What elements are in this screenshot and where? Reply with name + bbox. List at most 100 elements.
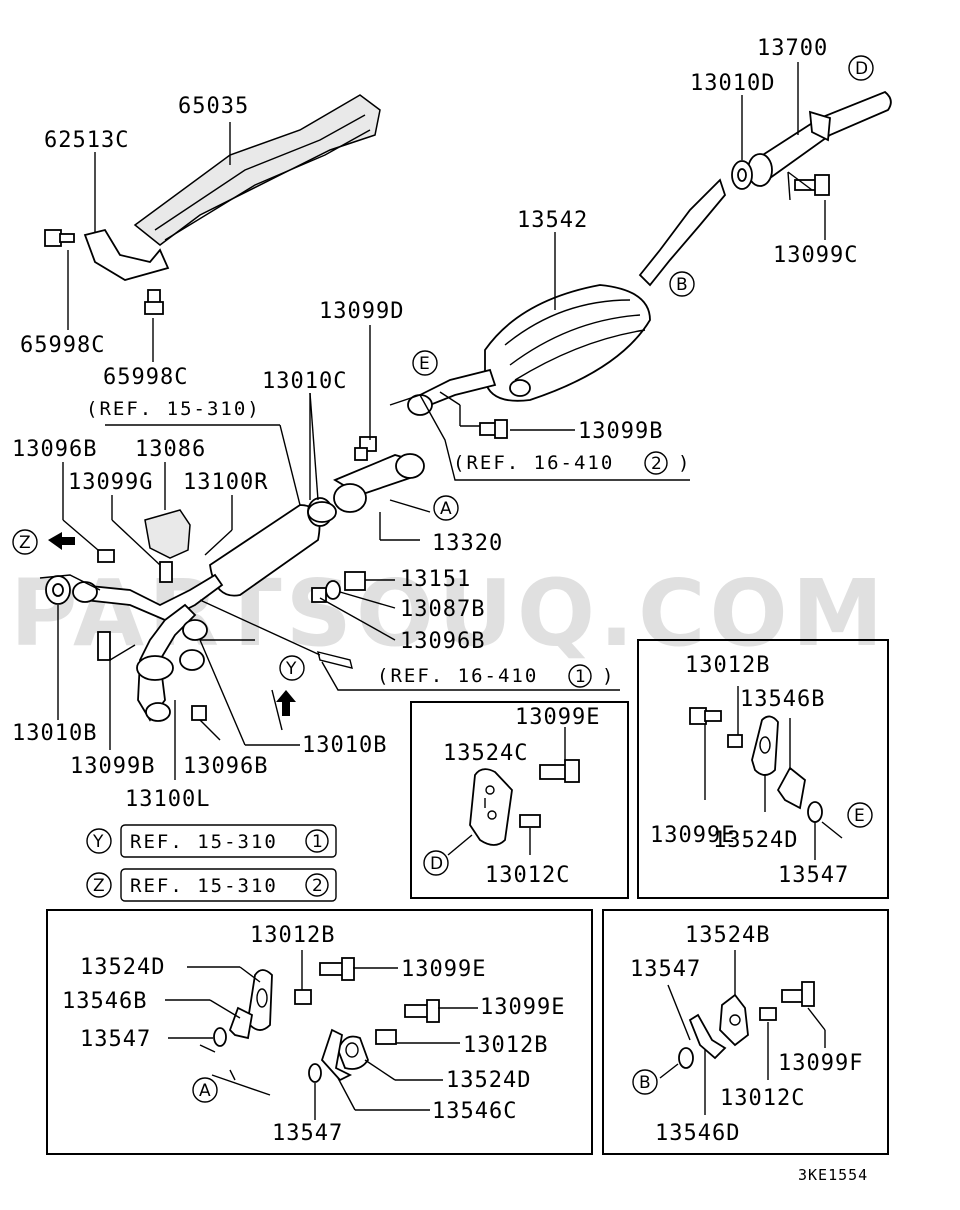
circle-E-top-text: E [419, 354, 430, 374]
hanger-13524B-b4[interactable] [719, 993, 749, 1047]
label-13096B-top: 13096B [12, 437, 97, 462]
washer-13547-b3a[interactable] [213, 1027, 227, 1047]
label-b4-13547: 13547 [630, 957, 701, 982]
circle-Z-left [12, 529, 38, 555]
label-13542: 13542 [517, 208, 588, 233]
hanger-13524C[interactable] [469, 768, 513, 846]
nut-13096B-low[interactable] [191, 705, 207, 721]
nut-13096B-top[interactable] [97, 549, 115, 563]
gasket-13010B-right[interactable] [179, 619, 208, 671]
label-b3-13099E-b: 13099E [480, 995, 565, 1020]
bolt-13099E-b3b[interactable] [404, 999, 440, 1023]
hanger-13524D-b3b[interactable] [337, 1035, 370, 1070]
tail-pipe-13700[interactable] [747, 90, 892, 187]
legend-box-Z [120, 868, 337, 902]
label-b4-13099F: 13099F [778, 1051, 863, 1076]
label-65998C-b: 65998C [103, 365, 188, 390]
bolt-13099E-b1[interactable] [539, 759, 580, 783]
label-b3-13524D-b: 13524D [446, 1068, 531, 1093]
label-13099G: 13099G [68, 470, 153, 495]
bracket-13546B-b3[interactable] [228, 1006, 254, 1040]
legend-circle-Z-text: Z [93, 876, 105, 896]
label-13087B: 13087B [400, 597, 485, 622]
label-13010B-right: 13010B [302, 733, 387, 758]
bolt-13099G[interactable] [159, 561, 173, 583]
circle-D-top-text: D [855, 59, 868, 79]
washer-13547-b3b[interactable] [308, 1063, 322, 1083]
label-13010C: 13010C [262, 369, 347, 394]
washer-13087B[interactable] [325, 580, 341, 600]
bolt-13099B-top[interactable] [479, 419, 508, 439]
hanger-13524D-b2[interactable] [751, 715, 779, 776]
circle-E-b2 [847, 802, 873, 828]
circle-E-top [412, 350, 438, 376]
circle-B-b4-text: B [639, 1073, 651, 1093]
label-b2-13012B: 13012B [685, 653, 770, 678]
label-13151: 13151 [400, 567, 471, 592]
washer-13547-b4[interactable] [678, 1047, 694, 1069]
heat-shield-65035[interactable] [133, 94, 381, 246]
label-b3-13012B-a: 13012B [250, 923, 335, 948]
label-13096B-low: 13096B [183, 754, 268, 779]
detail-box-2 [637, 639, 889, 899]
bolt-13099B-low[interactable] [97, 631, 111, 661]
bracket-13546D-b4[interactable] [688, 1013, 727, 1060]
bushing-13012C-b1[interactable] [519, 814, 541, 828]
bolt-13099D[interactable] [354, 436, 377, 461]
heat-cover-13086[interactable] [144, 509, 191, 559]
label-b4-13546D: 13546D [655, 1121, 740, 1146]
nut-13096B-mid[interactable] [311, 587, 327, 603]
bolt-13099C[interactable] [794, 174, 830, 196]
diagram-code: 3KE1554 [798, 1166, 868, 1184]
front-pipe-13100L[interactable] [136, 603, 197, 722]
bolt-13099F-b4[interactable] [781, 981, 815, 1007]
circle-D-b1-text: D [430, 854, 443, 874]
label-b3-13546C: 13546C [432, 1099, 517, 1124]
circle-A-b3 [192, 1077, 218, 1103]
label-13099C: 13099C [773, 243, 858, 268]
bolt-13099E-b3a[interactable] [319, 957, 355, 981]
bushing-13012B-b2[interactable] [727, 734, 743, 748]
label-13700: 13700 [757, 36, 828, 61]
circle-A-b3-text: A [199, 1081, 211, 1101]
bolt-65998C-b[interactable] [144, 289, 164, 315]
legend-text-Y: REF. 15-310 [130, 831, 278, 853]
bushing-13012B-b3b[interactable] [375, 1029, 397, 1045]
circle-E-b2-text: E [854, 806, 865, 826]
gasket-13010B-left[interactable] [45, 575, 71, 605]
circle-D-b1 [423, 850, 449, 876]
arrow-up-icon [276, 690, 296, 716]
circle-B-top-text: B [676, 275, 688, 295]
ref-16-410-2: (REF. 16-410 [453, 452, 614, 474]
bolt-65998C-a[interactable] [44, 229, 75, 247]
detail-box-4 [602, 909, 889, 1155]
spring-13151[interactable] [344, 571, 366, 591]
label-b2-13546B: 13546B [740, 687, 825, 712]
legend-circle-Y [86, 828, 112, 854]
ref-16-410-1: (REF. 16-410 [377, 665, 538, 687]
legend-circle-Y-text: Y [92, 832, 104, 852]
circle-A-mid-text: A [440, 499, 452, 519]
bracket-13546C-b3[interactable] [320, 1028, 353, 1082]
hanger-13524D-b3a[interactable] [247, 969, 273, 1031]
label-b3-13547-a: 13547 [80, 1027, 151, 1052]
legend-circle-Z [86, 872, 112, 898]
legend-text-Z: REF. 15-310 [130, 875, 278, 897]
bushing-13012C-b4[interactable] [759, 1007, 777, 1021]
label-b2-13524D: 13524D [713, 828, 798, 853]
gasket-13010D[interactable] [731, 160, 753, 190]
gasket-13010C[interactable] [307, 501, 337, 523]
circle-D-top [848, 55, 874, 81]
label-13096B-mid: 13096B [400, 629, 485, 654]
bracket-13546B-b2[interactable] [776, 766, 806, 810]
muffler-13542[interactable] [407, 178, 727, 416]
label-13010B-left: 13010B [12, 721, 97, 746]
ref-pipe-stub [317, 651, 353, 669]
label-13100R: 13100R [183, 470, 268, 495]
washer-13547-b2[interactable] [807, 801, 823, 823]
bracket-62513C[interactable] [83, 228, 170, 281]
bolt-13099E-b2[interactable] [689, 707, 722, 725]
label-b4-13012C: 13012C [720, 1086, 805, 1111]
bushing-13012B-b3a[interactable] [294, 989, 312, 1005]
